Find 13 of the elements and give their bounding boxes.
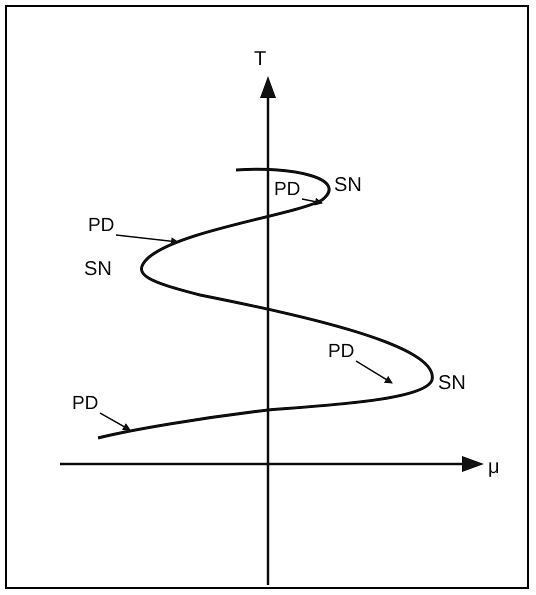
curve-label: PD xyxy=(274,180,300,200)
curve-label: PD xyxy=(88,216,114,236)
axis-label: T xyxy=(254,48,266,70)
leader-line xyxy=(302,198,323,206)
curve-label: SN xyxy=(84,258,112,280)
axis-label: μ xyxy=(488,456,500,478)
curve-label: PD xyxy=(328,342,354,362)
leader-line xyxy=(100,412,131,431)
curve-label: PD xyxy=(72,394,98,414)
leader-line xyxy=(356,360,393,384)
curve-label: SN xyxy=(438,372,466,394)
curve-label: SN xyxy=(334,174,362,196)
leader-line xyxy=(116,234,179,246)
